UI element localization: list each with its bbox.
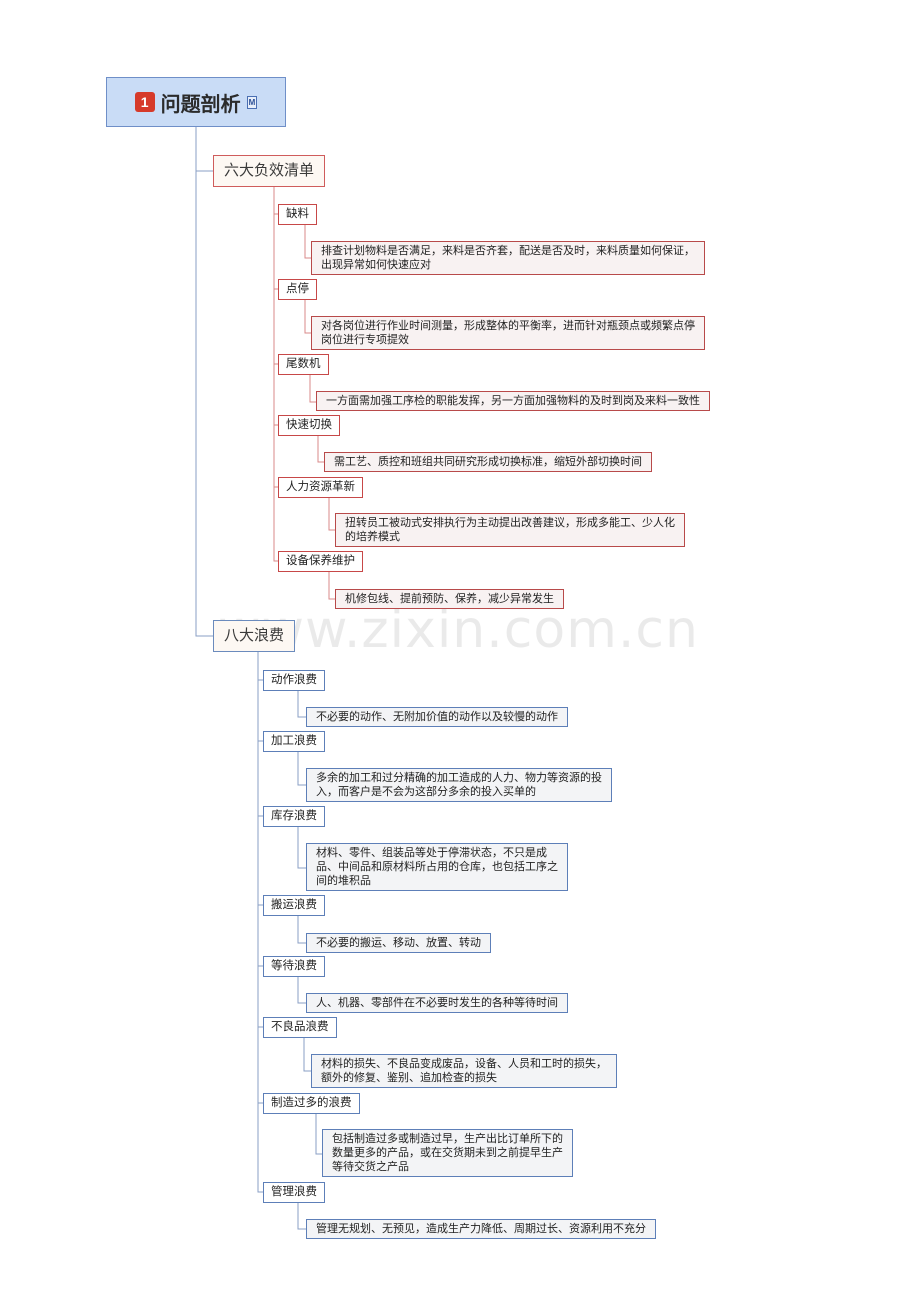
desc-node[interactable]: 需工艺、质控和班组共同研究形成切换标准，缩短外部切换时间: [324, 452, 652, 472]
root-title: 问题剖析: [160, 93, 241, 116]
topic-node[interactable]: 点停: [278, 279, 317, 300]
topic-node[interactable]: 缺料: [278, 204, 317, 225]
topic-node[interactable]: 动作浪费: [263, 670, 325, 691]
root-topic[interactable]: 1 问题剖析 M: [106, 77, 286, 127]
desc-node[interactable]: 排查计划物料是否满足，来料是否齐套，配送是否及时，来料质量如何保证， 出现异常如…: [311, 241, 705, 275]
topic-node[interactable]: 快速切换: [278, 415, 340, 436]
topic-node[interactable]: 等待浪费: [263, 956, 325, 977]
desc-node[interactable]: 材料的损失、不良品变成废品，设备、人员和工时的损失， 额外的修复、鉴别、追加检查…: [311, 1054, 617, 1088]
desc-node[interactable]: 包括制造过多或制造过早，生产出比订单所下的 数量更多的产品，或在交货期未到之前提…: [322, 1129, 573, 1177]
topic-node[interactable]: 人力资源革新: [278, 477, 363, 498]
topic-node[interactable]: 管理浪费: [263, 1182, 325, 1203]
desc-node[interactable]: 扭转员工被动式安排执行为主动提出改善建议，形成多能工、少人化 的培养模式: [335, 513, 685, 547]
topic-node[interactable]: 尾数机: [278, 354, 329, 375]
desc-node[interactable]: 不必要的动作、无附加价值的动作以及较慢的动作: [306, 707, 568, 727]
watermark: www.zixin.com.cn: [218, 600, 699, 660]
desc-node[interactable]: 对各岗位进行作业时间测量，形成整体的平衡率，进而针对瓶颈点或频繁点停 岗位进行专…: [311, 316, 705, 350]
desc-node[interactable]: 一方面需加强工序检的职能发挥，另一方面加强物料的及时到岗及来料一致性: [316, 391, 710, 411]
topic-node[interactable]: 制造过多的浪费: [263, 1093, 360, 1114]
topic-node[interactable]: 搬运浪费: [263, 895, 325, 916]
branch-eight-wastes[interactable]: 八大浪费: [213, 620, 296, 652]
topic-node[interactable]: 设备保养维护: [278, 551, 363, 572]
desc-node[interactable]: 材料、零件、组装品等处于停滞状态，不只是成 品、中间品和原材料所占用的仓库，也包…: [306, 843, 568, 891]
topic-node[interactable]: 库存浪费: [263, 806, 325, 827]
topic-node[interactable]: 不良品浪费: [263, 1017, 337, 1038]
desc-node[interactable]: 机修包线、提前预防、保养，减少异常发生: [335, 589, 564, 609]
desc-node[interactable]: 不必要的搬运、移动、放置、转动: [306, 933, 491, 953]
desc-node[interactable]: 人、机器、零部件在不必要时发生的各种等待时间: [306, 993, 568, 1013]
branch-six-negative[interactable]: 六大负效清单: [213, 155, 326, 187]
desc-node[interactable]: 管理无规划、无预见，造成生产力降低、周期过长、资源利用不充分: [306, 1219, 656, 1239]
memo-icon[interactable]: M: [246, 95, 258, 109]
priority-1-icon: 1: [134, 92, 155, 112]
desc-node[interactable]: 多余的加工和过分精确的加工造成的人力、物力等资源的投 入，而客户是不会为这部分多…: [306, 768, 612, 802]
topic-node[interactable]: 加工浪费: [263, 731, 325, 752]
